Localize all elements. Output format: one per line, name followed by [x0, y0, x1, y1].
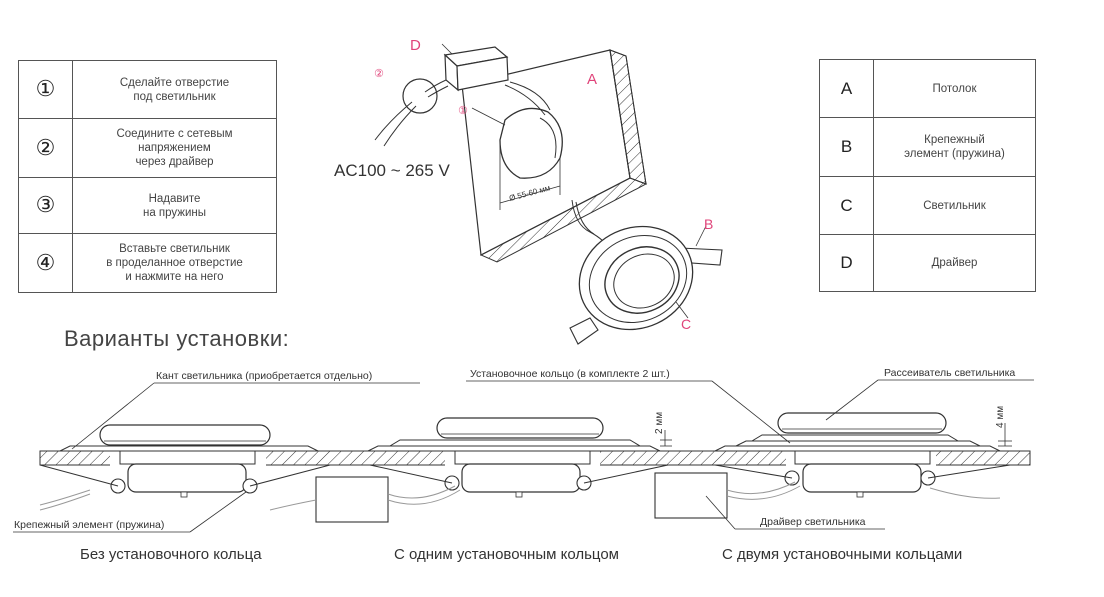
- legend-key: A: [820, 60, 874, 117]
- label-c: C: [681, 316, 691, 332]
- connection-circle: [402, 78, 438, 114]
- legend-key: B: [820, 118, 874, 176]
- marker-1: ①: [458, 105, 468, 117]
- callout-diffuser: Рассеиватель светильника: [884, 367, 1015, 379]
- callout-rim: Кант светильника (приобретается отдельно…: [156, 370, 372, 382]
- marker-2: ②: [374, 68, 384, 80]
- legend-text: Светильник: [923, 199, 986, 212]
- caption-no-ring: Без установочного кольца: [80, 546, 262, 563]
- legend-text: Крепежный элемент (пружина): [904, 134, 1005, 160]
- label-d: D: [410, 37, 421, 54]
- legend-table: A Потолок B Крепежный элемент (пружина) …: [819, 59, 1036, 292]
- variant-no-ring: [39, 424, 331, 511]
- label-b: B: [704, 216, 713, 232]
- step-row-3: ③ Надавите на пружины: [19, 178, 276, 234]
- legend-row-d: D Драйвер: [820, 235, 1035, 291]
- caption-two-rings: С двумя установочными кольцами: [722, 546, 963, 563]
- legend-row-c: C Светильник: [820, 177, 1035, 235]
- driver-box: [443, 46, 509, 92]
- step-text: Соедините с сетевым напряжением через др…: [116, 128, 233, 168]
- lamp-3d: [569, 225, 723, 345]
- legend-key: C: [820, 177, 874, 234]
- section-title: Варианты установки:: [64, 326, 290, 351]
- label-a: A: [587, 71, 597, 88]
- gap-2mm-label: 2 мм: [654, 412, 665, 434]
- variant-one-ring: 2 мм: [269, 412, 672, 523]
- step-number: ②: [19, 119, 73, 177]
- step-row-1: ① Сделайте отверстие под светильник: [19, 61, 276, 119]
- callout-spring: Крепежный элемент (пружина): [14, 519, 164, 531]
- step-row-4: ④ Вставьте светильник в проделанное отве…: [19, 234, 276, 292]
- callout-leaders: [13, 379, 1034, 533]
- callout-ring: Установочное кольцо (в комплекте 2 шт.): [470, 368, 670, 380]
- step-number: ④: [19, 234, 73, 292]
- legend-row-b: B Крепежный элемент (пружина): [820, 118, 1035, 177]
- step-text: Сделайте отверстие под светильник: [119, 76, 230, 103]
- gap-4mm-label: 4 мм: [995, 406, 1006, 428]
- caption-one-ring: С одним установочным кольцом: [394, 546, 619, 563]
- voltage-label: AC100 ~ 265 V: [334, 161, 450, 180]
- step-text: Вставьте светильник в проделанное отверс…: [106, 243, 243, 283]
- step-text: Надавите на пружины: [142, 192, 207, 219]
- legend-text: Потолок: [932, 82, 977, 95]
- legend-text: Драйвер: [931, 257, 978, 269]
- legend-key: D: [820, 235, 874, 291]
- step-number: ①: [19, 61, 73, 118]
- step-row-2: ② Соедините с сетевым напряжением через …: [19, 119, 276, 178]
- steps-table: ① Сделайте отверстие под светильник ② Со…: [18, 60, 277, 293]
- variant-two-rings: 4 мм: [654, 406, 1012, 519]
- step-number: ③: [19, 178, 73, 233]
- legend-row-a: A Потолок: [820, 60, 1035, 118]
- callout-driver: Драйвер светильника: [760, 516, 866, 528]
